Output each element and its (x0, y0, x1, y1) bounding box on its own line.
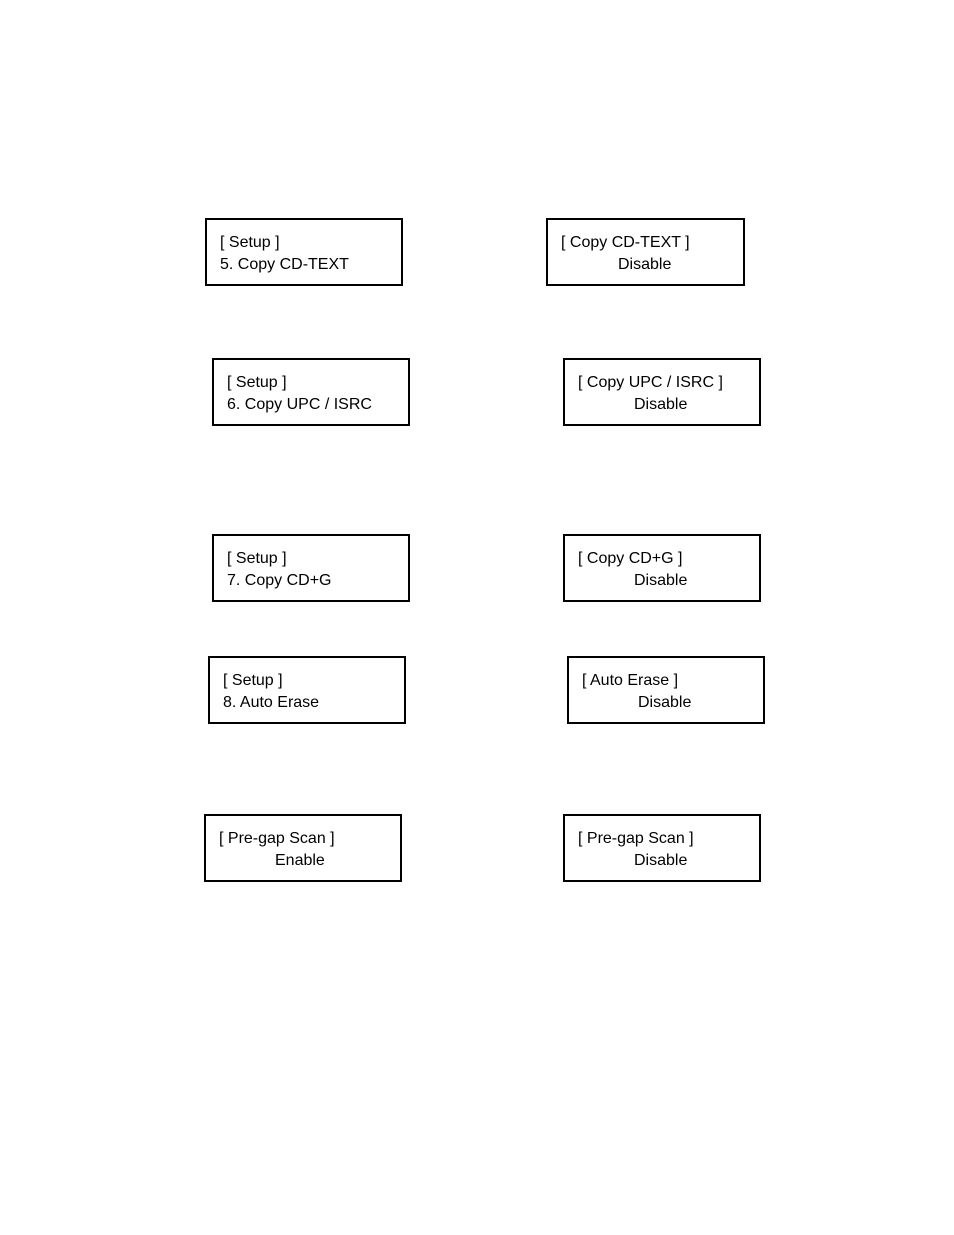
lcd-line-2: 7. Copy CD+G (227, 571, 331, 591)
lcd-line-2: Disable (638, 693, 691, 713)
lcd-line-1: [ Copy CD-TEXT ] (561, 233, 690, 253)
lcd-screen-setup-copy-upc-isrc: [ Setup ] 6. Copy UPC / ISRC (212, 358, 410, 426)
lcd-line-1: [ Pre-gap Scan ] (219, 829, 335, 849)
lcd-line-1: [ Setup ] (223, 671, 283, 691)
lcd-screen-auto-erase: [ Auto Erase ] Disable (567, 656, 765, 724)
lcd-line-2: Enable (275, 851, 325, 871)
lcd-line-2: 6. Copy UPC / ISRC (227, 395, 372, 415)
lcd-line-2: Disable (618, 255, 671, 275)
lcd-line-1: [ Auto Erase ] (582, 671, 678, 691)
lcd-line-1: [ Copy UPC / ISRC ] (578, 373, 723, 393)
lcd-line-2: Disable (634, 395, 687, 415)
lcd-screen-setup-auto-erase: [ Setup ] 8. Auto Erase (208, 656, 406, 724)
lcd-line-2: Disable (634, 571, 687, 591)
lcd-screen-setup-copy-cd-g: [ Setup ] 7. Copy CD+G (212, 534, 410, 602)
lcd-screen-pre-gap-scan-enable: [ Pre-gap Scan ] Enable (204, 814, 402, 882)
lcd-screen-setup-copy-cd-text: [ Setup ] 5. Copy CD-TEXT (205, 218, 403, 286)
lcd-line-1: [ Setup ] (227, 549, 287, 569)
lcd-screen-copy-upc-isrc: [ Copy UPC / ISRC ] Disable (563, 358, 761, 426)
lcd-line-2: 8. Auto Erase (223, 693, 319, 713)
lcd-line-1: [ Setup ] (220, 233, 280, 253)
lcd-line-2: Disable (634, 851, 687, 871)
lcd-line-1: [ Pre-gap Scan ] (578, 829, 694, 849)
lcd-line-1: [ Setup ] (227, 373, 287, 393)
lcd-line-2: 5. Copy CD-TEXT (220, 255, 349, 275)
lcd-screen-copy-cd-text: [ Copy CD-TEXT ] Disable (546, 218, 745, 286)
lcd-screen-pre-gap-scan-disable: [ Pre-gap Scan ] Disable (563, 814, 761, 882)
lcd-line-1: [ Copy CD+G ] (578, 549, 682, 569)
lcd-screen-copy-cd-g: [ Copy CD+G ] Disable (563, 534, 761, 602)
